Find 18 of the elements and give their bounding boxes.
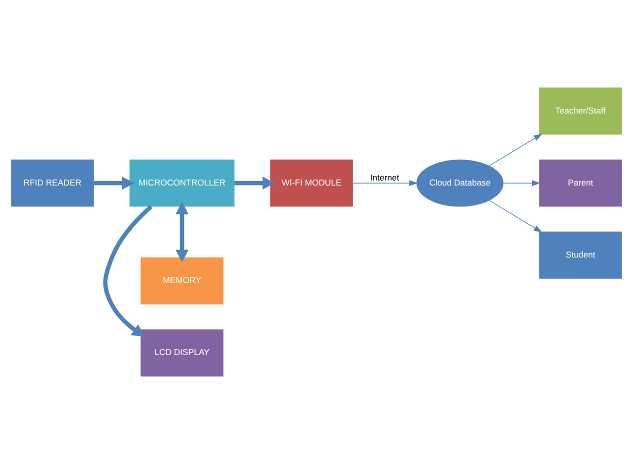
node-box: Parent — [539, 160, 622, 207]
node-box: Teacher/Staff — [539, 88, 622, 135]
arrow — [94, 176, 134, 190]
node-box: Student — [539, 232, 622, 279]
arrow — [234, 176, 275, 190]
arrow — [175, 202, 189, 262]
edge-label: Internet — [370, 172, 400, 183]
node-box: LCD DISPLAY — [140, 329, 224, 376]
arrow — [488, 134, 542, 166]
node-ellipse: Cloud Database — [416, 160, 504, 207]
node-box: MICROCONTROLLER — [130, 160, 234, 207]
arrow — [352, 180, 418, 186]
node-box: WI-FI MODULE — [270, 160, 353, 207]
node-box: MEMORY — [140, 257, 224, 304]
arrow — [103, 204, 153, 337]
arrow — [502, 180, 540, 186]
arrow — [488, 200, 542, 232]
node-box: RFID READER — [11, 160, 94, 207]
